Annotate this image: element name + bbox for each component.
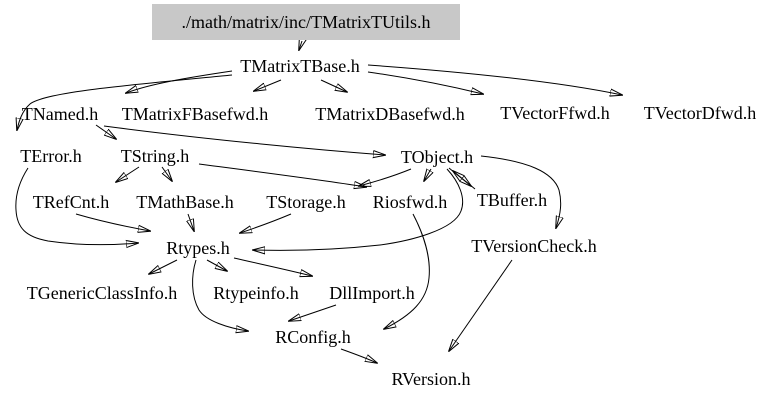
edge-tversioncheck-rversion xyxy=(449,259,513,351)
edge-tstring-riosfwd xyxy=(198,163,366,187)
node-tstring[interactable]: TString.h xyxy=(120,146,190,166)
node-tmatrixtbase[interactable]: TMatrixTBase.h xyxy=(240,56,360,76)
edge-rconfig-rversion xyxy=(340,348,377,363)
node-riosfwd[interactable]: Riosfwd.h xyxy=(372,192,448,212)
node-tmatrixdbasefwd[interactable]: TMatrixDBasefwd.h xyxy=(315,104,465,124)
edge-tmathbase-rtypes xyxy=(188,213,194,231)
node-trefcnt[interactable]: TRefCnt.h xyxy=(32,192,110,212)
edge-tobject-tversioncheck xyxy=(480,155,561,228)
node-tversioncheck[interactable]: TVersionCheck.h xyxy=(471,236,597,256)
node-tmatrixfbasefwd[interactable]: TMatrixFBasefwd.h xyxy=(121,104,269,124)
node-tmathbase[interactable]: TMathBase.h xyxy=(136,192,234,212)
edge-riosfwd-rconfig xyxy=(384,213,430,329)
edge-tmatrixtutils-tmatrixtbase xyxy=(299,41,302,50)
edge-rtypes-dllimport xyxy=(233,257,312,276)
edge-tmatrixtbase-tvectorffwd xyxy=(367,71,483,94)
node-tbuffer[interactable]: TBuffer.h xyxy=(476,190,548,210)
edge-tmatrixtbase-tvectordfwd xyxy=(367,64,622,95)
edge-tstring-trefcnt xyxy=(116,166,140,182)
edge-tnamed-tobject xyxy=(103,125,385,155)
node-rtypeinfo[interactable]: Rtypeinfo.h xyxy=(213,283,299,303)
node-tvectordfwd[interactable]: TVectorDfwd.h xyxy=(643,103,757,123)
node-tnamed[interactable]: TNamed.h xyxy=(21,104,99,124)
edge-tbuffer-tobject xyxy=(453,171,476,190)
node-terror[interactable]: TError.h xyxy=(20,146,82,166)
edge-tnamed-tstring xyxy=(95,124,116,139)
node-dllimport[interactable]: DllImport.h xyxy=(329,283,415,303)
node-rconfig[interactable]: RConfig.h xyxy=(275,327,351,347)
edge-trefcnt-rtypes xyxy=(75,213,150,231)
edge-tmatrixtbase-tmatrixdbasefwd xyxy=(320,79,347,92)
node-tgenericclassinfo[interactable]: TGenericClassInfo.h xyxy=(26,283,178,303)
node-rversion[interactable]: RVersion.h xyxy=(391,369,471,389)
edge-tobject-riosfwd xyxy=(424,169,431,181)
edge-terror-rtypes xyxy=(15,167,138,245)
edge-rtypes-rtypeinfo xyxy=(206,259,227,271)
edge-tstorage-rtypes xyxy=(240,213,292,233)
node-tstorage[interactable]: TStorage.h xyxy=(266,192,346,212)
edge-tmatrixtbase-tmatrixfbasefwd xyxy=(254,79,282,91)
node-tvectorffwd[interactable]: TVectorFfwd.h xyxy=(500,103,610,123)
node-tmatrixtutils: ./math/matrix/inc/TMatrixTUtils.h xyxy=(152,4,460,40)
edge-dllimport-rconfig xyxy=(289,304,337,321)
edge-tobject-tstorage xyxy=(359,168,412,186)
node-rtypes[interactable]: Rtypes.h xyxy=(166,238,230,258)
edge-tmatrixtbase-terror xyxy=(17,74,233,130)
edge-tstring-tmathbase xyxy=(162,166,172,181)
node-tobject[interactable]: TObject.h xyxy=(400,147,474,167)
edge-rtypes-tgenericclassinfo xyxy=(149,259,178,274)
edge-tobject-rtypes xyxy=(253,168,464,250)
edge-tmatrixtbase-tnamed xyxy=(126,70,233,93)
edge-rtypes-rconfig xyxy=(192,259,248,331)
